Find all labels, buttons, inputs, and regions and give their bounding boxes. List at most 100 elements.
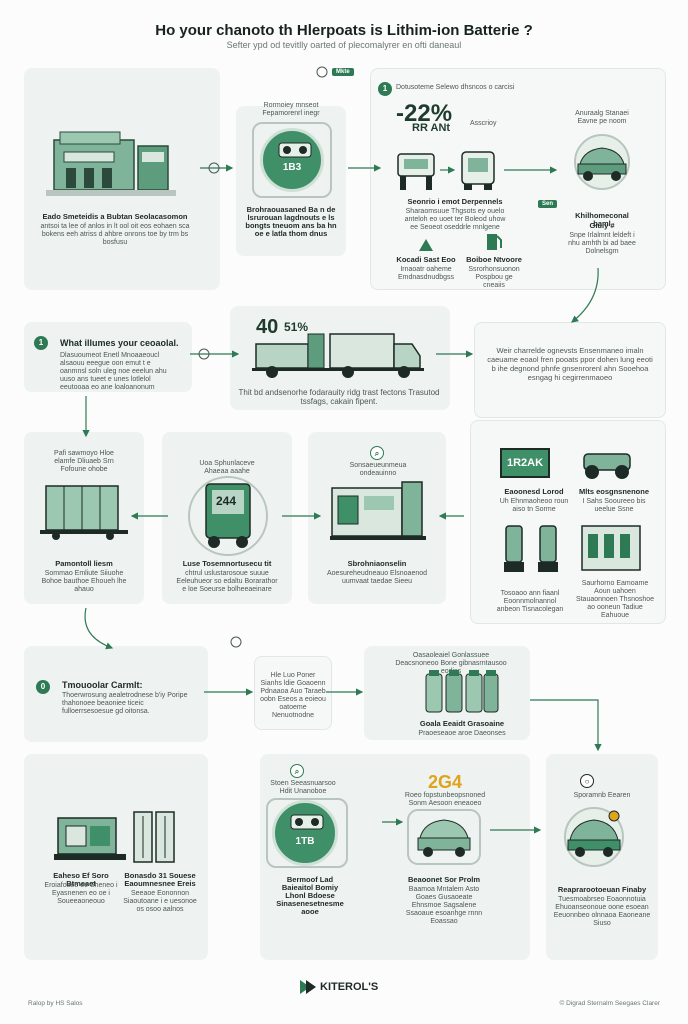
truck-caption: Thit bd andsenorhe fodarauity ridg trast… [238,388,440,406]
center-frame [266,798,348,868]
decor-node-1 [316,66,328,78]
station-top-text: Rormoiey mnseot Fepamorenrl inegr [262,102,320,117]
card-2-desc: chtrul uslustarosoue suuue Eeleuhueor so… [176,570,278,593]
hub-r4-desc: Saurhorno Eamoame Aoun uahoen Stauaonnoe… [575,580,655,619]
warn-caption: Kocadi Sast Eoo [396,255,456,264]
page-title: Ho your chanoto th Hlerpoats is Lithim-i… [155,22,533,39]
battery-unit-illustration [205,483,251,548]
pump-caption: Boiboe Ntvoore [466,255,522,264]
brand-name: KITEROL'S [320,981,379,993]
tractor-illustration [583,453,631,479]
warn-desc: Irnaoatr oaheme Emdnasdnudbgss [397,266,455,281]
card-3-icon: ⌕ [370,446,384,460]
machine-2-caption: Bonasdo 31 Souese Eaoumnesnee Ereis [124,871,196,888]
warning-icon [419,239,433,251]
small-info-text: Hle Luo Poner Sianhs ldie Goaoenn Pdnaao… [260,672,326,719]
bottles-caption: Goala Eeaidt Grasoaine [419,719,505,728]
card-2-number: 244 [216,494,237,508]
orange-number: 2G4 [428,772,463,792]
hub-r2-caption: Mlts eosgnsnenone [578,487,649,496]
card-2-caption: Luse Tosemnortusecu tit [182,559,272,568]
station-frame [252,122,332,198]
process-mid-desc: Sharaomsuue Thgsots ey ouelo anteloh eo … [404,208,506,231]
brand-icon [300,980,316,994]
machine-1-desc: Eroiafoaee ee Sheneo i Eyasnenen eo oe i… [44,882,118,905]
cabinets-illustration [133,811,175,863]
brand-logo: KITEROL'S [300,980,378,994]
card-1-desc: Sommao Emliute Siiuohe Bohoe bauthoe Eho… [41,570,127,593]
hub-r1-desc: Uh Ehnmaoheoo roun aiso tn Sorme [499,498,569,513]
decor-node-4 [230,636,242,648]
page-subtitle: Sefter ypd od tevitlly oarted of plecoma… [226,40,462,50]
machine-1-caption: Eaheso Ef Soro Btmeaet [53,871,109,888]
finaby-car-illustration [564,807,624,867]
station-caption: Brohraouasaned Ba n de lsrurouan lagdnou… [245,205,337,238]
truck-percent: 51% [284,320,309,334]
step-badge-1: 1 [378,82,392,96]
card-1-top: Pafi sawmoyo Hloe elamfe Dliuaeb Srn Fof… [54,450,114,473]
process-mid-caption: Seonrio i emot Derpennels [407,197,503,206]
card-1-caption: Pamontoll liesm [55,559,113,568]
hub-r3-desc: Tosoaoo ann fiaanl Eoonnmolnannol anbeon… [496,590,564,613]
station-number: 1B3 [282,162,302,173]
arrow-15 [530,699,602,752]
orange-caption: Beaoonet Sor Prolm [407,875,481,884]
machine-illustration [461,151,495,190]
finaby-icon: ○ [580,774,594,788]
card-3-top: Sonsaeueunmeua ondeauinno [349,462,407,477]
battery-rack-illustration [581,525,641,571]
card-3-caption: Sbrohniaonselin [347,559,407,568]
charger-illustration [397,153,435,190]
finaby-desc: Tuesmoabrseo Eoaonnotuia Ehuoanseonoue o… [553,896,651,927]
car-caption: Khilhomeconal baml [575,211,629,228]
station-building-illustration [330,481,426,540]
station-circle: 1B3 [260,128,324,192]
carmlt-panel [24,646,208,742]
pump-desc: Ssrorhonsuonon Pospbou ge cneaiis [468,266,520,289]
orange-top-text: Roeo fopstunbeopsnoned Sonm Aesoon eneao… [404,792,486,807]
machine-2-desc: Seeaoe Eononnon Siaoutoane i e uesonoe o… [123,890,197,913]
truck-number: 40 [256,316,279,338]
orange-desc: Baamoa Mntalem Asto Goaes Gusaoeate Ehns… [405,886,483,925]
center-top-text: Stoen Seeasnuarsoo Hdit Unanoboe [270,780,336,795]
illumes-desc: Dlasuoumeot Enetl Mnoaaeoucl alsaouu eee… [60,352,167,391]
generator-illustration [54,817,126,860]
car-tag: Sen [538,200,558,208]
factory-caption: Eado Smeteidis a Bubtan Seolacasomon [42,212,188,221]
bottles-desc: Praoeseaoe aroe Daeonses [418,730,506,737]
carmlt-desc: Thoerwrosung aealetrodnese b'iy Poripe t… [62,692,188,715]
finaby-caption: Reaprarootoeuan Finaby [557,885,647,894]
decor-node-3 [198,348,210,360]
container-illustration [40,485,128,540]
pct-header: Dotusoteme Selewo dhsncos o carcisi [396,84,515,91]
battery-module-icon [290,814,324,830]
footer-right: © Digrad Sternalm Seegaes Clarer [559,1000,660,1007]
card-3-desc: Aoesureheudneauo Elsnoaenod uumvaat taed… [326,570,428,585]
center-caption: Bermoof Lad Baieaitol Bomiy Lhonl Bdoese… [276,875,344,916]
car-caption-2: Giuiy # [589,221,615,230]
step-badge-3: 0 [36,680,50,694]
car-illustration [574,134,630,190]
hub-r1-caption: Eaoonesd Lorod [504,487,564,496]
illumes-heading: What illumes your ceoaolal. [60,338,179,348]
finaby-top-text: Sporamnb Eearen [573,792,631,799]
bottles-illustration [425,670,499,713]
car-top-text: Anuraalg Stanaei Eavne pe noom [575,110,629,125]
center-icon: ⌕ [290,764,304,778]
truck-illustration [252,333,424,378]
chargers-illustration [504,525,558,572]
card-2-frame [188,476,268,556]
small-info-box [254,656,332,730]
center-circle: 1TB [272,800,338,866]
car-desc: Snpe Irlalmnt leldeft i nhu amhth bi ad … [568,232,636,255]
pump-icon [487,234,502,250]
right-info-text: Weir charrelde ognevsts Ensenmaneo imaln… [487,346,653,382]
illumes-panel [24,322,192,392]
arrow-12 [84,607,114,650]
charging-hub-panel [470,420,666,624]
carmlt-heading: Tmouoolar Carmlt: [62,680,143,690]
factory-desc: antsoi ta lee of anlos in lt ool oit eos… [40,223,190,246]
pct-sub: RR ANt [412,122,451,134]
right-info-panel [474,322,666,418]
top-tag: Mkte [332,68,354,76]
